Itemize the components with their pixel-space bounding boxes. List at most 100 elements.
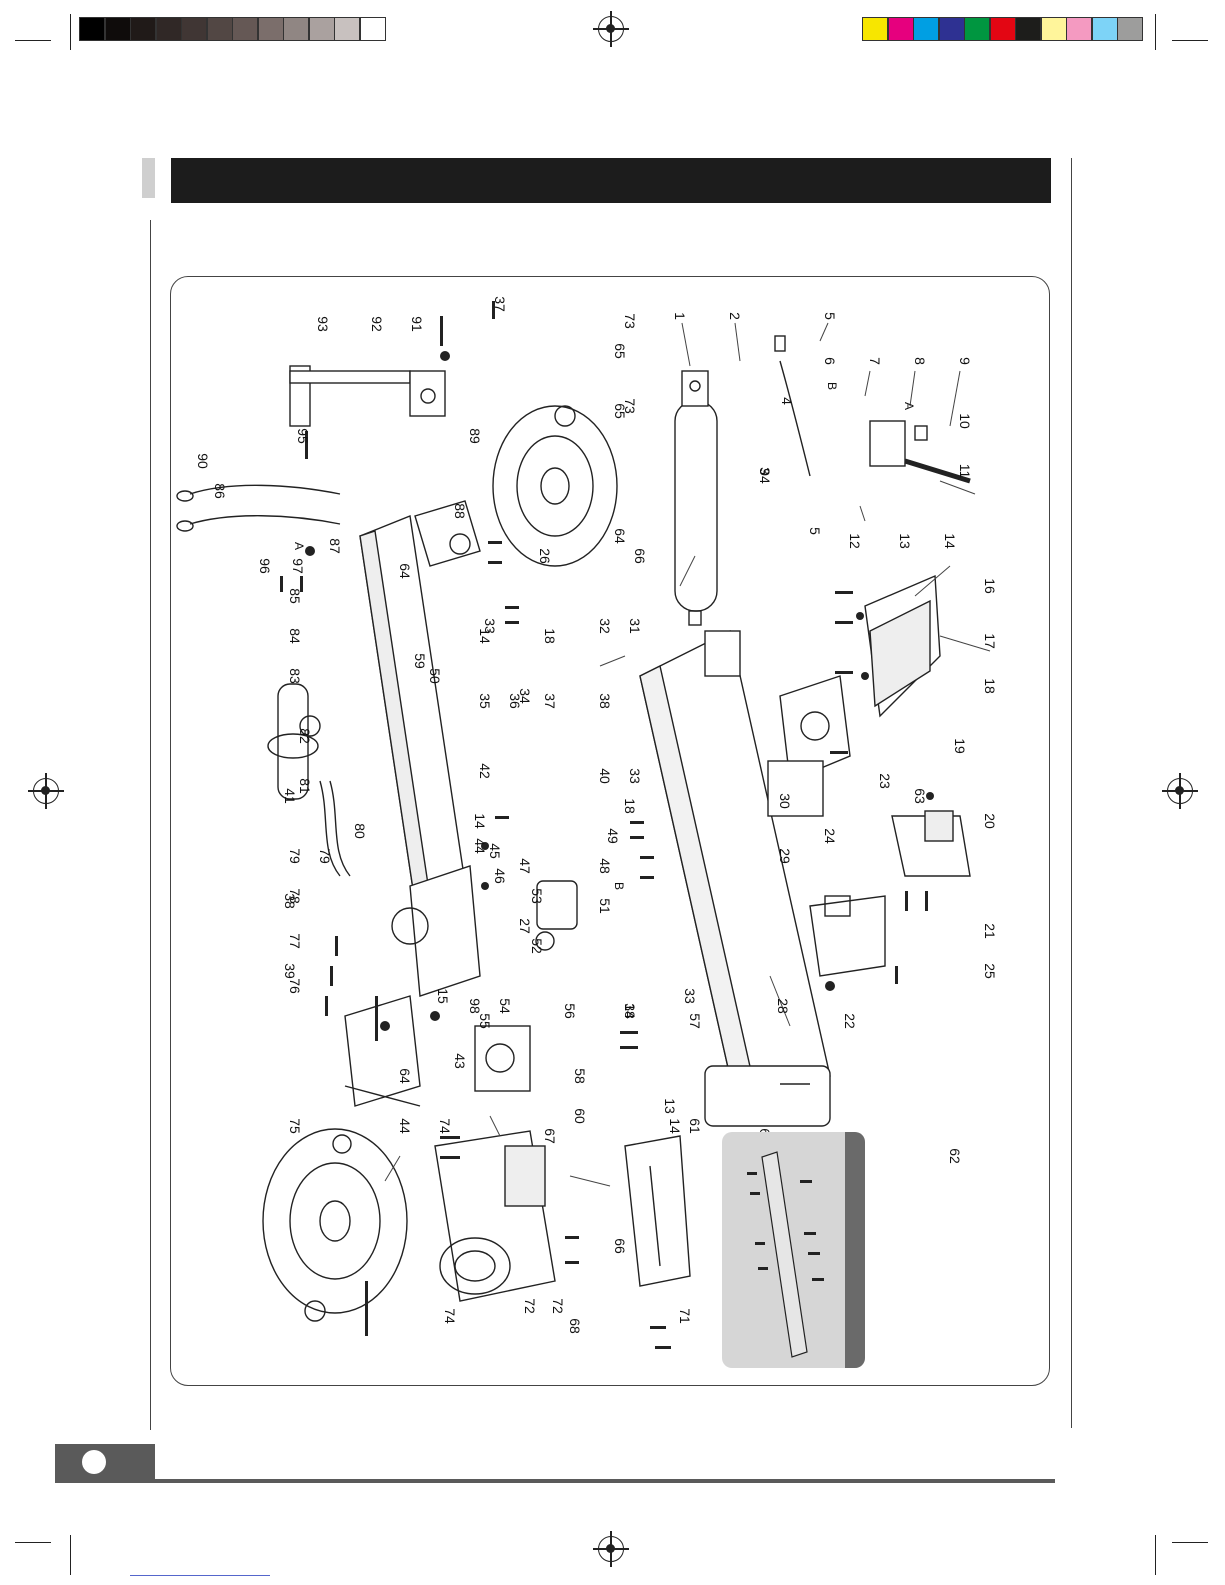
callout: 62 bbox=[947, 1148, 963, 1164]
callout: 51 bbox=[597, 898, 613, 914]
callout: 32 bbox=[597, 618, 613, 634]
color-swatch bbox=[181, 17, 207, 41]
callout: 14 bbox=[477, 628, 493, 644]
registration-mark-icon bbox=[28, 773, 64, 809]
color-swatch bbox=[283, 17, 309, 41]
callout: 18 bbox=[622, 798, 638, 814]
callout: 31 bbox=[627, 618, 643, 634]
callout: 65 bbox=[612, 343, 628, 359]
slide-block bbox=[767, 675, 851, 817]
callout: 38 bbox=[597, 693, 613, 709]
callout: 30 bbox=[777, 793, 793, 809]
color-swatch bbox=[964, 17, 990, 41]
callout: 44 bbox=[472, 838, 488, 854]
crop-mark bbox=[1172, 40, 1208, 41]
callout: 37 bbox=[542, 693, 558, 709]
hardware-fasteners bbox=[280, 301, 934, 1349]
callout: 97 bbox=[290, 558, 306, 574]
color-swatch bbox=[1066, 17, 1092, 41]
main-frame bbox=[359, 515, 481, 997]
exploded-parts-diagram: 1 2 3 4 5 5 6 7 8 9 10 11 12 13 13 14 14… bbox=[176, 296, 998, 1349]
bottom-hairline bbox=[130, 1575, 270, 1576]
registration-mark-icon bbox=[1162, 773, 1198, 809]
callout: 18 bbox=[622, 1003, 638, 1019]
callout: 83 bbox=[287, 668, 303, 684]
callout: 14 bbox=[472, 813, 488, 829]
callout: 56 bbox=[562, 1003, 578, 1019]
color-swatch bbox=[104, 17, 131, 41]
callout: 11 bbox=[957, 464, 973, 479]
callout: 34 bbox=[622, 1003, 638, 1019]
callout: 2 bbox=[727, 312, 743, 320]
color-swatch bbox=[1040, 17, 1067, 41]
callout: 16 bbox=[982, 578, 998, 594]
inset-plate bbox=[761, 1151, 808, 1358]
callout: 18 bbox=[542, 628, 558, 644]
callout: 34 bbox=[517, 688, 533, 704]
wheel-upper bbox=[492, 405, 618, 567]
callout: 15 bbox=[435, 988, 451, 1004]
hydraulic-hose bbox=[774, 335, 811, 477]
color-swatch bbox=[359, 17, 386, 41]
callout: 63 bbox=[912, 788, 928, 804]
crop-mark bbox=[70, 1535, 71, 1575]
callout: 12 bbox=[847, 533, 863, 549]
callout: 53 bbox=[529, 888, 545, 904]
callout: 84 bbox=[287, 628, 303, 644]
color-swatch bbox=[862, 17, 888, 41]
callout: 48 bbox=[597, 858, 613, 874]
port-marker: B bbox=[612, 882, 626, 890]
callout: 1 bbox=[672, 312, 688, 320]
inset-fasteners bbox=[747, 1172, 824, 1281]
callout: 18 bbox=[982, 678, 998, 694]
callout: 87 bbox=[327, 538, 343, 554]
crop-mark bbox=[1172, 1542, 1208, 1543]
callout: 98 bbox=[467, 998, 483, 1014]
callout: 67 bbox=[542, 1128, 558, 1144]
callout: 74 bbox=[442, 1308, 458, 1324]
callout: 19 bbox=[952, 738, 968, 754]
color-swatch bbox=[206, 17, 233, 41]
jack-stand bbox=[289, 365, 446, 427]
callout: 66 bbox=[612, 1238, 628, 1254]
callout: 64 bbox=[612, 528, 628, 544]
callout: 64 bbox=[397, 563, 413, 579]
callout: 89 bbox=[467, 428, 483, 444]
callout: 13 bbox=[662, 1098, 678, 1114]
color-swatch bbox=[155, 17, 182, 41]
callout: 33 bbox=[627, 768, 643, 784]
callout: 40 bbox=[597, 768, 613, 784]
splitting-wedge bbox=[864, 574, 941, 718]
callout: 73 bbox=[622, 313, 638, 329]
callout: 13 bbox=[897, 533, 913, 549]
callout: 88 bbox=[452, 503, 468, 519]
callout: 78 bbox=[287, 888, 303, 904]
page-number bbox=[82, 1450, 106, 1474]
callout: 20 bbox=[982, 813, 998, 829]
callout: 76 bbox=[287, 978, 303, 994]
splitter-beam bbox=[639, 629, 831, 1127]
crop-mark bbox=[1155, 14, 1156, 50]
crop-mark bbox=[15, 1542, 51, 1543]
callout: 45 bbox=[487, 843, 503, 859]
port-marker: A bbox=[292, 542, 306, 550]
port-marker: B bbox=[825, 382, 839, 390]
registration-mark-icon bbox=[593, 1531, 629, 1567]
section-header-bar bbox=[171, 158, 1051, 203]
callout: 72 bbox=[522, 1298, 538, 1314]
callout: 41 bbox=[282, 788, 298, 804]
callout: 94 bbox=[757, 468, 773, 484]
color-swatch bbox=[232, 17, 258, 41]
right-margin-rule bbox=[1071, 158, 1072, 1428]
exploded-diagram-frame bbox=[170, 276, 1050, 1386]
callout: 6 bbox=[822, 357, 838, 365]
color-swatch bbox=[989, 17, 1016, 41]
page-number-badge bbox=[82, 1450, 106, 1474]
control-valve bbox=[869, 420, 971, 484]
callout: 81 bbox=[297, 778, 313, 794]
callout: 33 bbox=[482, 618, 498, 634]
callout: 68 bbox=[567, 1318, 583, 1334]
callout: 35 bbox=[477, 693, 493, 709]
callout: 9 bbox=[957, 357, 973, 365]
color-swatch bbox=[308, 17, 335, 41]
